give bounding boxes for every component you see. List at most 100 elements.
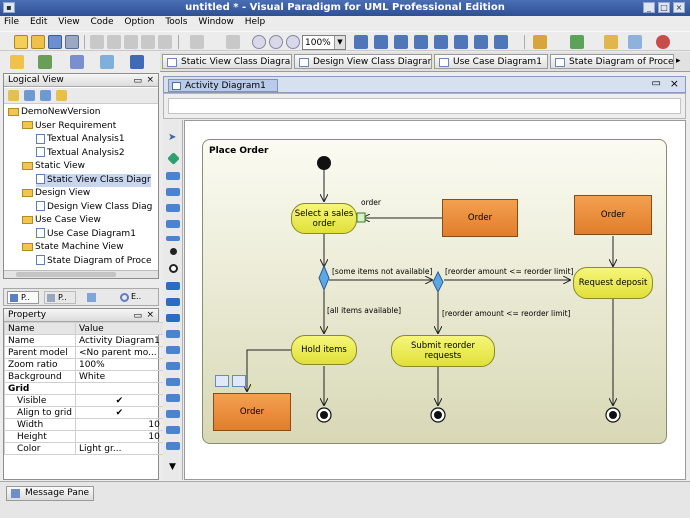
close-icon[interactable]: × [673,2,685,13]
tab-static-view-class-diagram[interactable]: Static View Class Diagram [162,54,292,69]
link-icon[interactable] [232,375,246,387]
fork-decision-node[interactable] [432,270,444,294]
action-tool-icon[interactable] [166,172,180,180]
tab-design-view-class-diagram[interactable]: Design View Class Diagram [294,54,432,69]
tree-item[interactable]: State Diagram of Proce [36,255,151,268]
browse-icon[interactable] [100,55,114,69]
tree-item[interactable]: Use Case View [22,214,101,227]
tree-item[interactable]: Use Case Diagram1 [36,228,136,241]
restore-panel-icon[interactable]: ▭ [133,76,142,86]
tree-item[interactable]: State Machine View [22,241,124,254]
zoom-out-icon[interactable] [269,35,283,49]
zoom-in-icon[interactable] [252,35,266,49]
export-icon[interactable] [570,35,584,49]
print-icon[interactable] [65,35,79,49]
connector-icon[interactable] [454,35,468,49]
property-value[interactable]: Light gr... [74,442,164,455]
group-icon[interactable] [434,35,448,49]
arrange-icon[interactable] [414,35,428,49]
close-diagram-icon[interactable]: × [669,77,679,90]
save-icon[interactable] [48,35,62,49]
control-flow-icon[interactable] [166,378,180,386]
model-icon[interactable] [494,35,508,49]
tab-activity-diagram1[interactable]: Activity Diagram1 [168,79,278,92]
anchor-tool-icon[interactable] [166,442,180,450]
property-value[interactable]: Activity Diagram1 [74,334,164,347]
scrollbar-thumb[interactable] [16,272,116,277]
property-row[interactable]: Parent model<No parent mo... [4,346,164,359]
menu-help[interactable]: Help [244,17,266,27]
up-arrow-icon[interactable] [604,35,618,49]
fork-tool-icon[interactable] [166,236,180,241]
open-icon[interactable] [31,35,45,49]
output-pin[interactable] [356,212,366,223]
sticky-note-icon[interactable] [215,375,229,387]
object-flow-icon[interactable] [166,394,180,402]
tabs-overflow-icon[interactable]: ▸ [676,56,681,66]
close-panel-icon[interactable]: × [146,75,154,85]
menu-option[interactable]: Option [124,17,155,27]
property-value[interactable]: <No parent mo... [74,346,164,359]
property-value[interactable]: White [74,370,164,383]
accept-event-icon[interactable] [166,346,180,354]
decision-node[interactable] [318,264,330,292]
property-row[interactable]: Grid [4,382,164,395]
action-select-sales-order[interactable]: Select a sales order [291,203,357,234]
menu-tools[interactable]: Tools [165,17,188,27]
maximize-icon[interactable]: □ [658,2,670,13]
tab-use-case-diagram1[interactable]: Use Case Diagram1 [434,54,548,69]
layout-tree-icon[interactable] [374,35,388,49]
partition-tool-icon[interactable] [166,204,180,212]
time-event-icon[interactable] [166,362,180,370]
tab-pattern[interactable]: P.. [44,291,76,304]
action-submit-reorder-requests[interactable]: Submit reorder requests [391,335,495,367]
flow-hold-to-order[interactable] [247,349,291,391]
note-tool-icon[interactable] [166,426,180,434]
action-hold-items[interactable]: Hold items [291,335,357,365]
filter-icon[interactable] [40,90,51,101]
align-icon[interactable] [226,35,240,49]
paste-icon[interactable] [124,35,138,49]
tree-horizontal-scrollbar[interactable] [4,270,158,278]
palette-scroll-down-icon[interactable]: ▼ [169,462,176,472]
shape-icon[interactable] [474,35,488,49]
object-order[interactable]: Order [442,199,518,237]
menu-window[interactable]: Window [198,17,234,27]
flag-icon[interactable] [533,35,547,49]
format-icon[interactable] [190,35,204,49]
property-value[interactable]: 100% [74,358,164,371]
property-row[interactable]: Align to grid✔ [4,406,164,419]
cut-icon[interactable] [90,35,104,49]
tree-item[interactable]: Design View Class Diag [36,201,152,214]
edit-icon[interactable] [628,35,642,49]
action-request-deposit[interactable]: Request deposit [573,267,653,299]
window-menu-icon[interactable]: ▪ [3,2,15,13]
property-value[interactable]: ✔ [74,394,164,407]
close-panel-icon[interactable]: × [146,310,154,320]
merge-tool-icon[interactable] [166,298,180,306]
tree-icon[interactable] [38,55,52,69]
exception-icon[interactable] [166,410,180,418]
pointer-icon[interactable]: ➤ [168,132,177,143]
undo-icon[interactable] [141,35,155,49]
property-row[interactable]: Visible✔ [4,394,164,407]
tab-message-pane[interactable]: Message Pane [6,486,94,501]
tree-item[interactable]: Textual Analysis1 [36,133,125,146]
object-tool-icon[interactable] [166,220,180,228]
activity-tool-icon[interactable] [166,188,180,196]
property-value[interactable]: 10 [74,430,164,443]
zoom-fit-icon[interactable] [286,35,300,49]
tree-item[interactable]: Static View Class Diagr [36,173,151,187]
menu-edit[interactable]: Edit [29,17,48,27]
menu-file[interactable]: File [4,17,20,27]
model-explorer-icon[interactable] [130,55,144,69]
tree-item[interactable]: Textual Analysis2 [36,147,125,160]
property-value[interactable]: ✔ [74,406,164,419]
send-signal-icon[interactable] [166,330,180,338]
restore-panel-icon[interactable]: ▭ [133,311,142,321]
new-icon[interactable] [14,35,28,49]
